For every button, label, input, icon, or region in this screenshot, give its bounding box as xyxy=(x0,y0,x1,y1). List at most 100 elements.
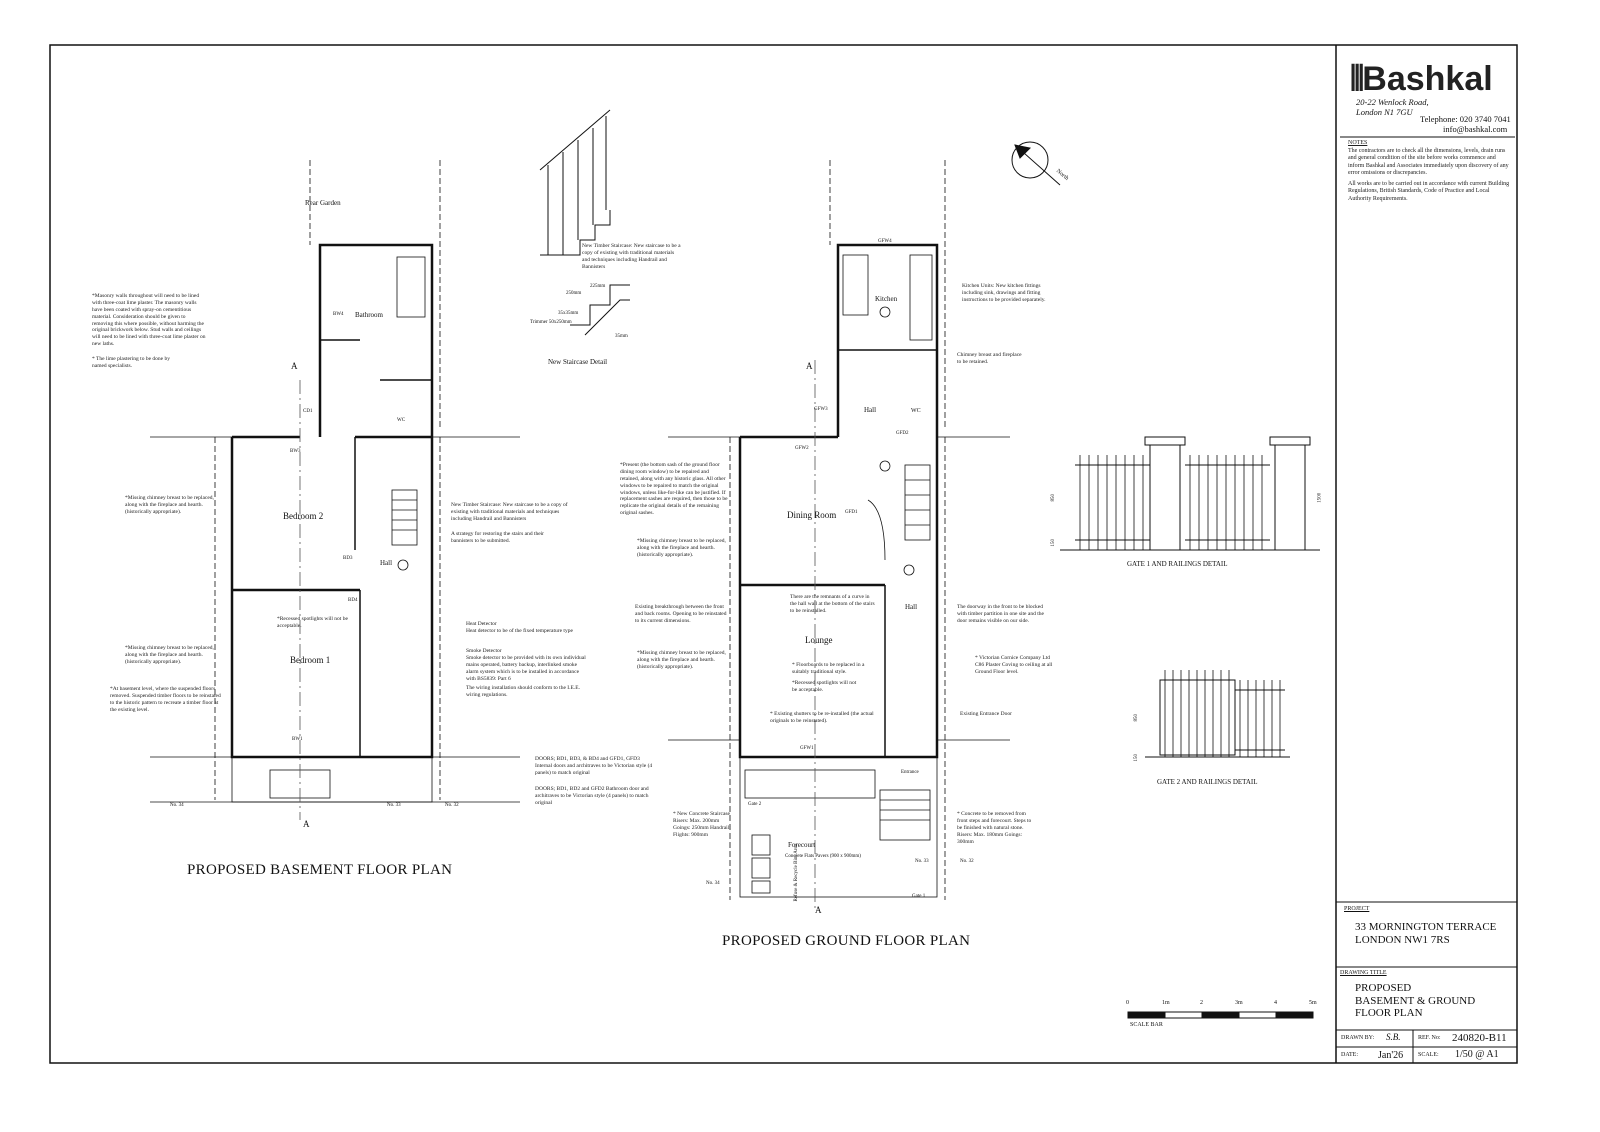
room-kitchen: Kitchen xyxy=(875,295,898,303)
gate-2-elevation xyxy=(1145,679,1290,758)
window-tag: GFW2 xyxy=(795,446,809,451)
note: *Missing chimney breast to be replaced, … xyxy=(125,495,214,515)
door-tag: CD1 xyxy=(303,409,313,414)
dimension: 150 xyxy=(1051,539,1056,547)
dimension: 250mm xyxy=(566,291,582,296)
room-dining: Dining Room xyxy=(787,510,837,520)
rear-garden-label: Rear Garden xyxy=(305,199,341,207)
section-marker: A xyxy=(815,905,822,915)
gate-2-title: GATE 2 AND RAILINGS DETAIL xyxy=(1157,778,1258,786)
bins-label: Refuse & Recycle Bins Area xyxy=(793,844,799,902)
note: The doorway in the front to be blocked w… xyxy=(957,604,1044,624)
dimension: 150 xyxy=(1134,754,1139,762)
company-logo: ⫴Bashkal xyxy=(1350,60,1493,98)
gate-tag: Gate 1 xyxy=(912,894,926,899)
room-bedroom-1: Bedroom 1 xyxy=(290,655,331,665)
entrance-label: Entrance xyxy=(901,770,919,775)
note: New Timber Staircase: New staircase to b… xyxy=(451,502,568,522)
note: *Masonry walls throughout will need to b… xyxy=(92,293,206,348)
ref-number: 240820-B11 xyxy=(1452,1032,1507,1044)
dimension: 850 xyxy=(1051,494,1056,502)
ground-plan-title: PROPOSED GROUND FLOOR PLAN xyxy=(722,933,971,949)
ref-label: REF. No: xyxy=(1418,1035,1441,1041)
note: *Recessed spotlights will not be accepta… xyxy=(277,616,348,629)
staircase-elevation xyxy=(539,109,630,336)
note: New Timber Staircase: New staircase to b… xyxy=(582,243,681,270)
note: A strategy for restoring the stairs and … xyxy=(451,531,545,544)
gate-1-title: GATE 1 AND RAILINGS DETAIL xyxy=(1127,560,1228,568)
door-tag: BD3 xyxy=(343,556,353,561)
scale-tick: 4 xyxy=(1274,1000,1277,1006)
scale-tick: 1m xyxy=(1162,1000,1170,1006)
company-email: info@bashkal.com xyxy=(1443,124,1508,134)
wc-label: WC xyxy=(397,418,406,423)
note: *Missing chimney breast to be replaced, … xyxy=(125,645,214,665)
scale-tick: 2 xyxy=(1200,1000,1203,1006)
note: DOORS; BD1, BD2 and GFD2 Bathroom door a… xyxy=(535,786,649,806)
neighbour-label: No. 33 xyxy=(387,803,401,808)
note: DOORS; BD1, BD3, & BD4 and GFD1, GFD3 In… xyxy=(535,756,653,776)
scale: 1/50 @ A1 xyxy=(1455,1049,1499,1060)
room-hall-rear: Hall xyxy=(864,406,877,414)
basement-plan-walls xyxy=(230,243,434,759)
north-arrow-icon xyxy=(1011,141,1061,186)
project-label: PROJECT xyxy=(1344,906,1370,912)
dimension: Trimmer 50x250mm xyxy=(530,320,572,325)
note: *Recessed spotlights will not be accepta… xyxy=(792,680,857,693)
note: * Existing shutters to be re-installed (… xyxy=(770,711,874,724)
note: Chimney breast and fireplace to be retai… xyxy=(957,352,1022,365)
company-address: 20-22 Wenlock Road,London N1 7GU xyxy=(1356,97,1429,117)
note: * The lime plastering to be done by name… xyxy=(92,356,170,369)
gate-tag: Gate 2 xyxy=(748,802,762,807)
dimension: 35mm xyxy=(615,334,628,339)
room-wc: WC xyxy=(911,408,921,414)
room-bathroom: Bathroom xyxy=(355,311,383,319)
scale-tick: 3m xyxy=(1235,1000,1243,1006)
date: Jan'26 xyxy=(1378,1050,1404,1061)
room-hall: Hall xyxy=(905,603,918,611)
note: * New Concrete Staircase Risers: Max. 20… xyxy=(673,811,731,838)
note: * Concrete to be removed from front step… xyxy=(957,811,1032,845)
neighbour-label: No. 34 xyxy=(170,803,184,808)
window-tag: GFW4 xyxy=(878,239,892,244)
note: *Missing chimney breast to be replaced, … xyxy=(637,538,726,558)
scale-tick: 5m xyxy=(1309,1000,1317,1006)
room-bedroom-2: Bedroom 2 xyxy=(283,511,324,521)
note: There are the remnants of a curve in the… xyxy=(790,594,875,614)
neighbour-label: No. 34 xyxy=(706,881,720,886)
drawn-by: S.B. xyxy=(1386,1032,1401,1042)
sheet-border xyxy=(49,44,1518,1064)
neighbour-label: No. 32 xyxy=(445,803,459,808)
general-notes: NOTES The contractors are to check all t… xyxy=(1348,140,1510,202)
note: *At basement level, where the suspended … xyxy=(110,686,221,713)
neighbour-label: No. 33 xyxy=(915,859,929,864)
note: * Victorian Cornice Company Ltd C86 Plas… xyxy=(975,655,1053,675)
company-telephone: Telephone: 020 3740 7041 xyxy=(1420,114,1511,124)
window-tag: BW1 xyxy=(292,737,303,742)
room-lounge: Lounge xyxy=(805,635,833,645)
door-tag: GFD2 xyxy=(896,431,909,436)
note: Existing Entrance Door xyxy=(960,711,1012,717)
window-tag: BW4 xyxy=(333,312,344,317)
note: *Missing chimney breast to be replaced, … xyxy=(637,650,726,670)
window-tag: BW3 xyxy=(290,449,301,454)
note: *Present (the bottom sash of the ground … xyxy=(620,462,728,517)
note: Kitchen Units: New kitchen fittings incl… xyxy=(962,283,1046,303)
scale-bar xyxy=(1127,1011,1314,1019)
section-marker: A xyxy=(303,819,310,829)
dimension: 850 xyxy=(1134,714,1139,722)
dimension: 35x35mm xyxy=(558,311,579,316)
scale-tick: 0 xyxy=(1126,1000,1129,1006)
dimension: 1500 xyxy=(1317,492,1323,503)
window-tag: GFW1 xyxy=(800,746,814,751)
section-marker: A xyxy=(291,361,298,371)
note: Existing breakthrough between the front … xyxy=(635,604,727,624)
dimension: 225mm xyxy=(590,284,606,289)
window-tag: GFW3 xyxy=(814,407,828,412)
